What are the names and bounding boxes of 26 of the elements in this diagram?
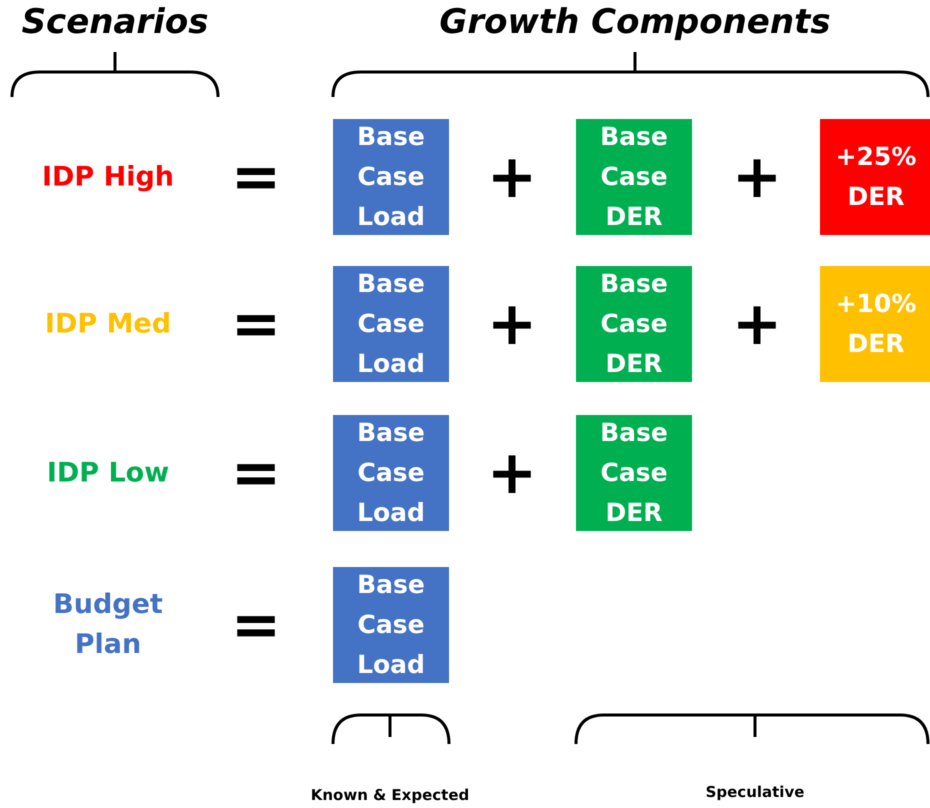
- load-box: Base Case Load: [333, 119, 449, 235]
- plus-sign: +: [486, 294, 538, 354]
- scenario-label: Budget Plan: [53, 588, 163, 662]
- equals-sign: =: [230, 595, 282, 655]
- scenario-label: IDP Med: [44, 308, 172, 340]
- load-box: Base Case Load: [333, 266, 449, 382]
- der-box: Base Case DER: [576, 415, 692, 531]
- der-box: Base Case DER: [576, 119, 692, 235]
- plus-sign: +: [486, 147, 538, 207]
- equals-sign: =: [230, 443, 282, 503]
- plus-sign: +: [732, 147, 782, 207]
- plus-sign: +: [732, 294, 782, 354]
- bracket-caption: Known & Expected: [310, 786, 470, 804]
- plus-sign: +: [486, 443, 538, 503]
- load-box: Base Case Load: [333, 415, 449, 531]
- bracket-caption: Speculative: [706, 783, 804, 801]
- der-box: +25% DER: [820, 119, 930, 235]
- der-box: Base Case DER: [576, 266, 692, 382]
- scenario-label: IDP High: [42, 162, 174, 192]
- heading: Growth Components: [439, 2, 831, 42]
- load-box: Base Case Load: [333, 567, 449, 683]
- equals-sign: =: [230, 147, 282, 207]
- equals-sign: =: [230, 294, 282, 354]
- heading: Scenarios: [22, 2, 208, 42]
- scenario-label: IDP Low: [46, 458, 170, 488]
- der-box: +10% DER: [820, 266, 930, 382]
